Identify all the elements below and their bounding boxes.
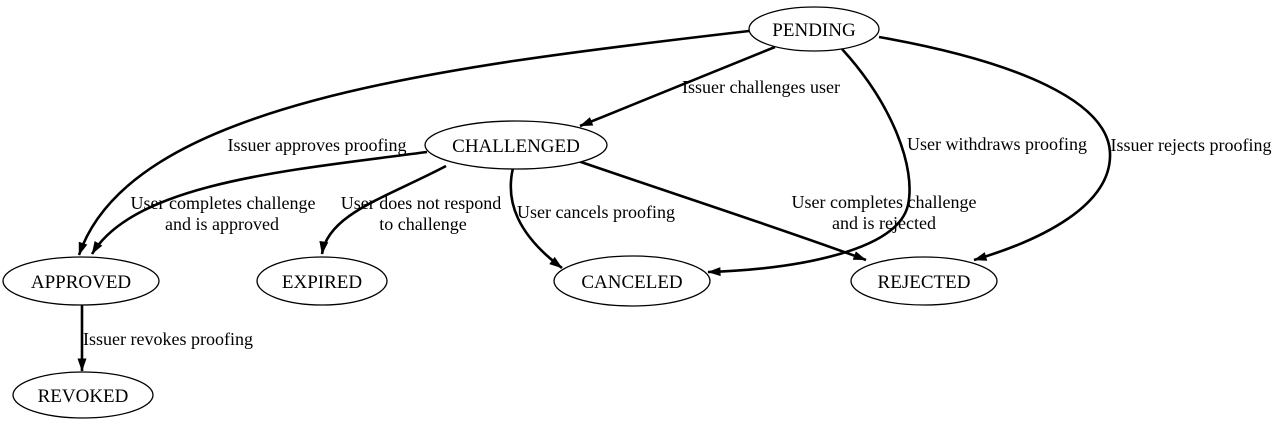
edge-challenged-expired	[319, 164, 447, 255]
node-pending: PENDING	[748, 6, 880, 52]
edge-label-does-not-respond-line2: to challenge	[379, 214, 466, 234]
edge-label-completes-challenge-approved-line1: User completes challenge	[131, 193, 316, 213]
node-rejected-shape	[850, 256, 998, 306]
edge-pending-approved	[77, 29, 750, 256]
edge-pending-rejected	[878, 35, 1112, 262]
edges	[77, 29, 1112, 372]
edge-pending-canceled	[707, 48, 911, 277]
edge-label-does-not-respond-line1: User does not respond	[341, 193, 501, 213]
edge-label-completes-challenge-rejected-line1: User completes challenge	[792, 192, 977, 212]
node-canceled: CANCELED	[553, 255, 711, 307]
node-expired-shape	[256, 256, 388, 306]
edge-challenged-approved	[90, 150, 428, 255]
edge-label-user-withdraws-proofing: User withdraws proofing	[907, 134, 1087, 154]
node-expired: EXPIRED	[256, 256, 388, 306]
edge-label-completes-challenge-approved-line2: and is approved	[165, 214, 279, 234]
node-challenged-label: CHALLENGED	[452, 136, 580, 157]
edge-label-issuer-revokes-proofing: Issuer revokes proofing	[83, 329, 253, 349]
edge-label-user-cancels-proofing: User cancels proofing	[517, 202, 675, 222]
node-approved-shape	[2, 256, 160, 306]
edge-labels: Issuer challenges user Issuer approves p…	[83, 77, 1271, 349]
node-challenged-shape	[424, 120, 608, 170]
node-revoked-shape	[12, 371, 154, 419]
node-approved: APPROVED	[2, 256, 160, 306]
node-expired-label: EXPIRED	[282, 272, 362, 293]
edge-label-issuer-rejects-proofing: Issuer rejects proofing	[1111, 135, 1272, 155]
edge-pending-challenged	[579, 45, 776, 128]
edge-challenged-rejected	[577, 159, 867, 262]
node-revoked: REVOKED	[12, 371, 154, 419]
edge-label-completes-challenge-rejected-line2: and is rejected	[832, 213, 936, 233]
edge-label-issuer-approves-proofing: Issuer approves proofing	[228, 135, 407, 155]
edge-challenged-canceled	[509, 167, 563, 270]
node-challenged: CHALLENGED	[424, 120, 608, 170]
node-pending-label: PENDING	[772, 20, 856, 41]
node-rejected: REJECTED	[850, 256, 998, 306]
edge-label-issuer-challenges-user: Issuer challenges user	[682, 77, 840, 97]
node-canceled-label: CANCELED	[581, 272, 682, 293]
node-approved-label: APPROVED	[31, 272, 131, 293]
node-rejected-label: REJECTED	[878, 272, 971, 293]
node-revoked-label: REVOKED	[38, 386, 129, 407]
node-pending-shape	[748, 6, 880, 52]
node-canceled-shape	[553, 255, 711, 307]
nodes: PENDING CHALLENGED APPROVED EXPIRED CANC…	[2, 6, 998, 419]
